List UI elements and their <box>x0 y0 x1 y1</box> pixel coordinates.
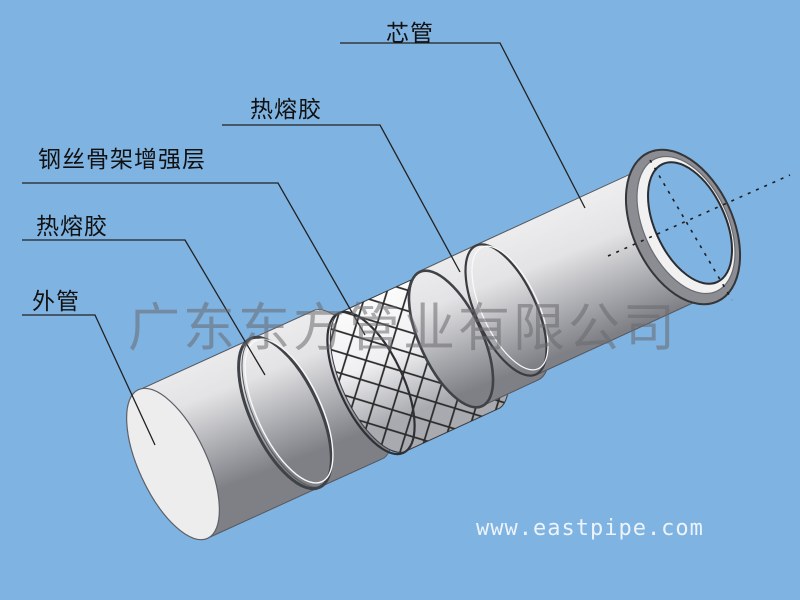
leader-inner-hot-melt <box>222 124 461 273</box>
company-watermark: 广东东方管业有限公司 <box>128 299 679 359</box>
label-steel-wire-layer: 钢丝骨架增强层 <box>38 147 206 173</box>
label-inner-hot-melt: 热熔胶 <box>250 97 322 123</box>
pipe-open-end <box>624 148 742 306</box>
label-core-pipe: 芯管 <box>386 21 434 47</box>
leader-lines <box>22 42 586 446</box>
center-axis-lines <box>607 159 791 301</box>
label-outer-hot-melt: 热熔胶 <box>36 214 108 240</box>
website-watermark: www.eastpipe.com <box>476 516 704 541</box>
label-outer-pipe: 外管 <box>32 289 80 315</box>
leader-outer-pipe <box>22 314 156 446</box>
leader-steel-wire <box>22 182 366 336</box>
leader-outer-hot-melt <box>22 239 266 376</box>
leader-core-pipe <box>340 42 586 209</box>
